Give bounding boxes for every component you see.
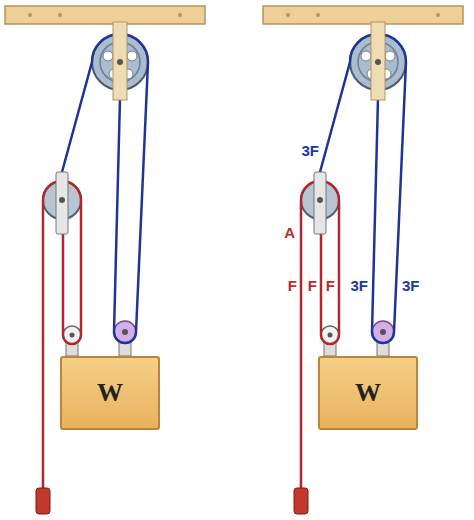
force-label: 3F — [401, 277, 421, 294]
weight-box: W — [60, 356, 160, 430]
weight-box: W — [318, 356, 418, 430]
force-label: F — [287, 277, 298, 294]
force-label: A — [283, 224, 296, 241]
pulley-rig — [5, 6, 205, 514]
force-label: 3F — [300, 142, 320, 159]
weight-label: W — [97, 378, 123, 408]
pulley-rig — [263, 6, 463, 514]
force-label: F — [325, 277, 336, 294]
weight-label: W — [355, 378, 381, 408]
force-label: F — [307, 277, 318, 294]
force-label: 3F — [349, 277, 369, 294]
